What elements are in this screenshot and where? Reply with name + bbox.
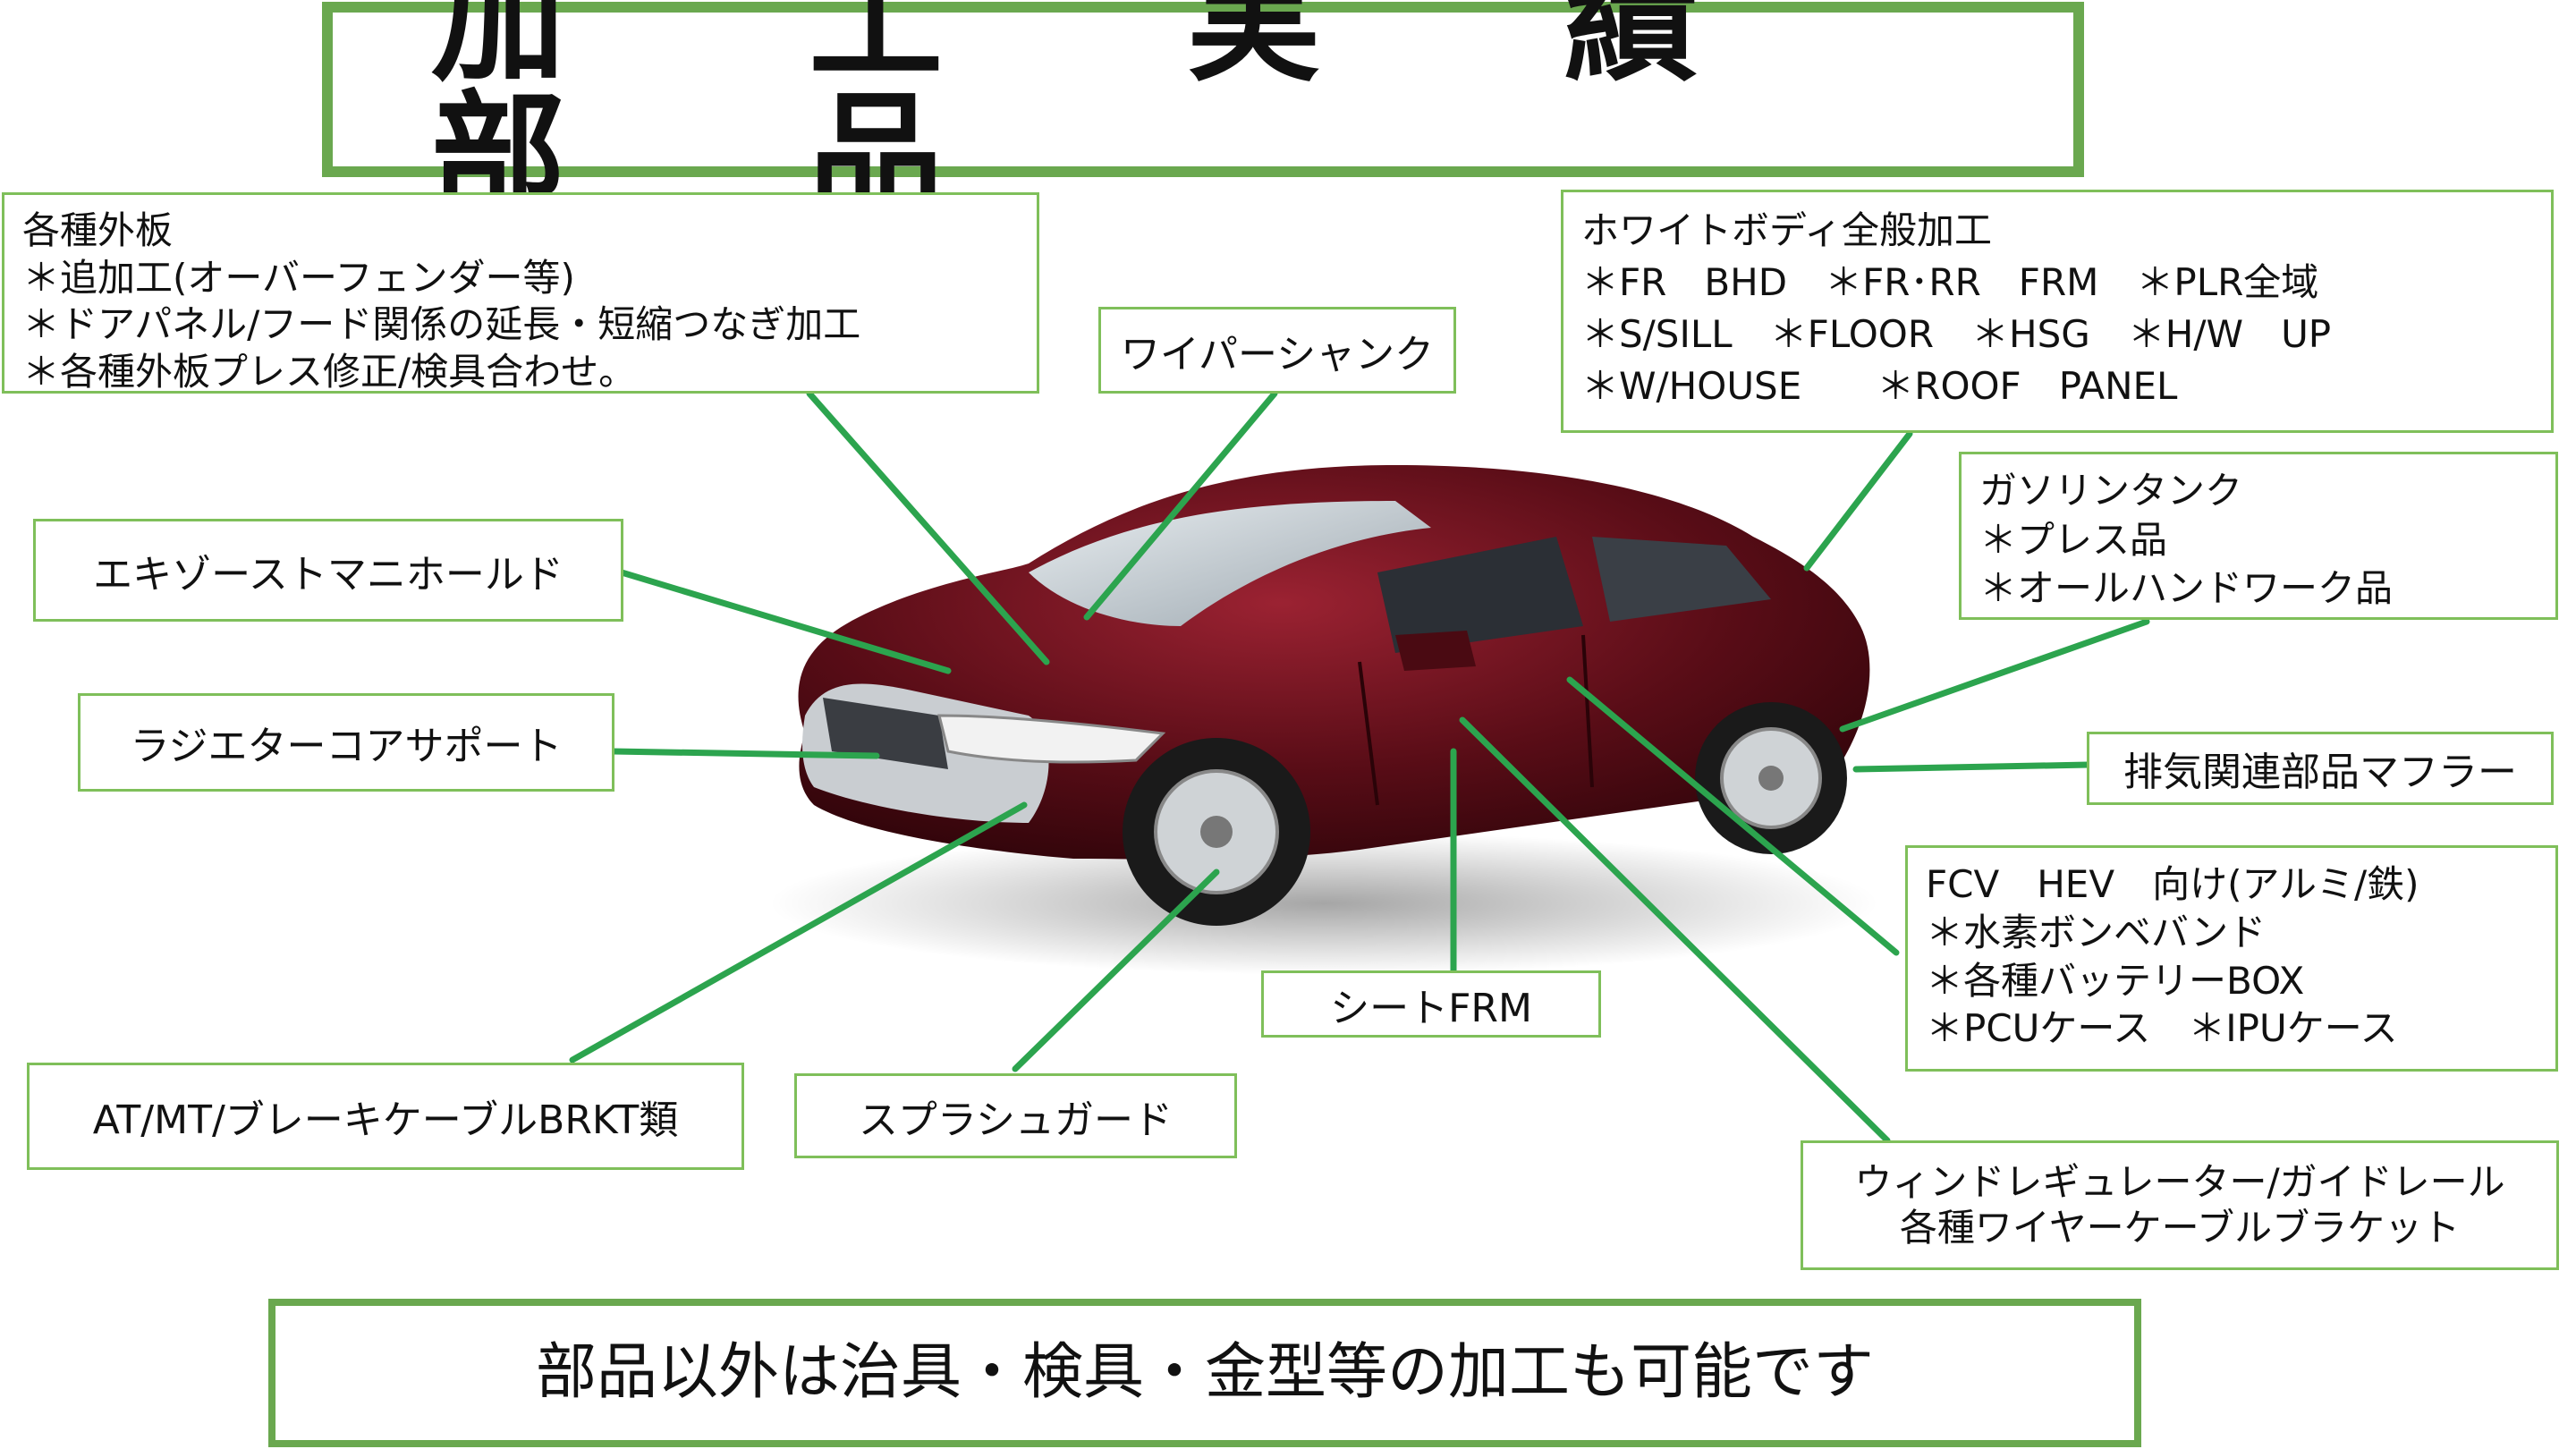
fcv-hev-heading: FCV HEV 向け(アルミ/鉄) — [1926, 862, 2419, 906]
callout-at-mt-brkt: AT/MT/ブレーキケーブルBRKT類 — [27, 1063, 744, 1170]
callout-fcv-hev: FCV HEV 向け(アルミ/鉄) ＊水素ボンベバンド ＊各種バッテリーBOX … — [1905, 845, 2558, 1072]
headlight — [937, 714, 1166, 764]
seat-frm-label: シートFRM — [1330, 985, 1532, 1031]
leader-splash-guard — [1012, 869, 1220, 1072]
leader-white-body — [1803, 430, 1913, 572]
leader-wiper-shank — [1083, 390, 1278, 621]
leader-at-mt-brkt — [569, 801, 1028, 1063]
fcv-hev-item: ＊PCUケース ＊IPUケース — [1926, 1006, 2398, 1051]
car-shadow — [769, 832, 1878, 975]
muffler-label: 排気関連部品マフラー — [2123, 750, 2517, 795]
leader-fcv-hev — [1566, 676, 1900, 956]
door-line — [1358, 634, 1594, 806]
side-mirror — [1395, 631, 1476, 671]
fuel-tank-heading: ガソリンタンク — [1979, 469, 2243, 513]
leader-fuel-tank — [1839, 618, 2150, 733]
window-regulator-line: ウィンドレギュレーター/ガイドレール — [1854, 1160, 2505, 1205]
footer-box: 部品以外は治具・検具・金型等の加工も可能です — [268, 1299, 2141, 1447]
leader-radiator-support — [609, 748, 880, 759]
callout-fuel-tank: ガソリンタンク ＊プレス品 ＊オールハンドワーク品 — [1959, 452, 2558, 620]
radiator-support-label: ラジエターコアサポート — [130, 724, 563, 769]
window-regulator-line: 各種ワイヤーケーブルブラケット — [1899, 1205, 2461, 1250]
wiper-shank-label: ワイパーシャンク — [1120, 331, 1435, 377]
front-wheel — [1123, 738, 1310, 926]
at-mt-brkt-label: AT/MT/ブレーキケーブルBRKT類 — [92, 1097, 679, 1143]
fcv-hev-item: ＊各種バッテリーBOX — [1926, 958, 2305, 1003]
white-body-item: ＊S/SILL ＊FLOOR ＊HSG ＊H/W UP — [1581, 311, 2332, 356]
leader-lines — [569, 390, 2150, 1144]
outer-panels-item: ＊ドアパネル/フード関係の延長・短縮つなぎ加工 — [22, 302, 861, 346]
outer-panels-item: ＊追加工(オーバーフェンダー等) — [22, 255, 575, 300]
callout-window-regulator: ウィンドレギュレーター/ガイドレール 各種ワイヤーケーブルブラケット — [1801, 1140, 2559, 1270]
callout-splash-guard: スプラシュガード — [794, 1073, 1237, 1158]
callout-muffler: 排気関連部品マフラー — [2087, 732, 2554, 805]
outer-panels-item: ＊各種外板プレス修正/検具合わせ。 — [22, 349, 637, 394]
white-body-item: ＊W/HOUSE ＊ROOF PANEL — [1581, 363, 2178, 408]
callout-exhaust-manifold: エキゾーストマニホールド — [33, 519, 623, 622]
footer-note: 部品以外は治具・検具・金型等の加工も可能です — [535, 1337, 1874, 1408]
leader-exhaust-manifold — [618, 569, 952, 674]
fuel-tank-item: ＊オールハンドワーク品 — [1979, 566, 2394, 611]
front-grille — [823, 698, 948, 769]
leader-window-regulator — [1459, 716, 1891, 1144]
leader-muffler — [1852, 761, 2092, 773]
side-window-front — [1377, 537, 1583, 653]
splash-guard-label: スプラシュガード — [858, 1097, 1174, 1143]
callout-outer-panels: 各種外板 ＊追加工(オーバーフェンダー等) ＊ドアパネル/フード関係の延長・短縮… — [2, 192, 1039, 394]
callout-seat-frm: シートFRM — [1261, 970, 1601, 1038]
exhaust-manifold-label: エキゾーストマニホールド — [93, 551, 564, 597]
leader-outer-panels — [806, 390, 1050, 665]
windshield — [1029, 501, 1431, 626]
fcv-hev-item: ＊水素ボンベバンド — [1926, 910, 2267, 954]
callout-white-body: ホワイトボディ全般加工 ＊FR BHD ＊FR･RR FRM ＊PLR全域 ＊S… — [1561, 190, 2554, 433]
fuel-tank-item: ＊プレス品 — [1979, 517, 2168, 562]
white-body-heading: ホワイトボディ全般加工 — [1581, 208, 1993, 252]
white-body-item: ＊FR BHD ＊FR･RR FRM ＊PLR全域 — [1581, 259, 2319, 304]
callout-radiator-support: ラジエターコアサポート — [78, 693, 614, 792]
rear-wheel — [1695, 702, 1847, 854]
outer-panels-heading: 各種外板 — [22, 208, 174, 252]
side-window-rear — [1592, 537, 1771, 622]
callout-wiper-shank: ワイパーシャンク — [1098, 307, 1456, 394]
